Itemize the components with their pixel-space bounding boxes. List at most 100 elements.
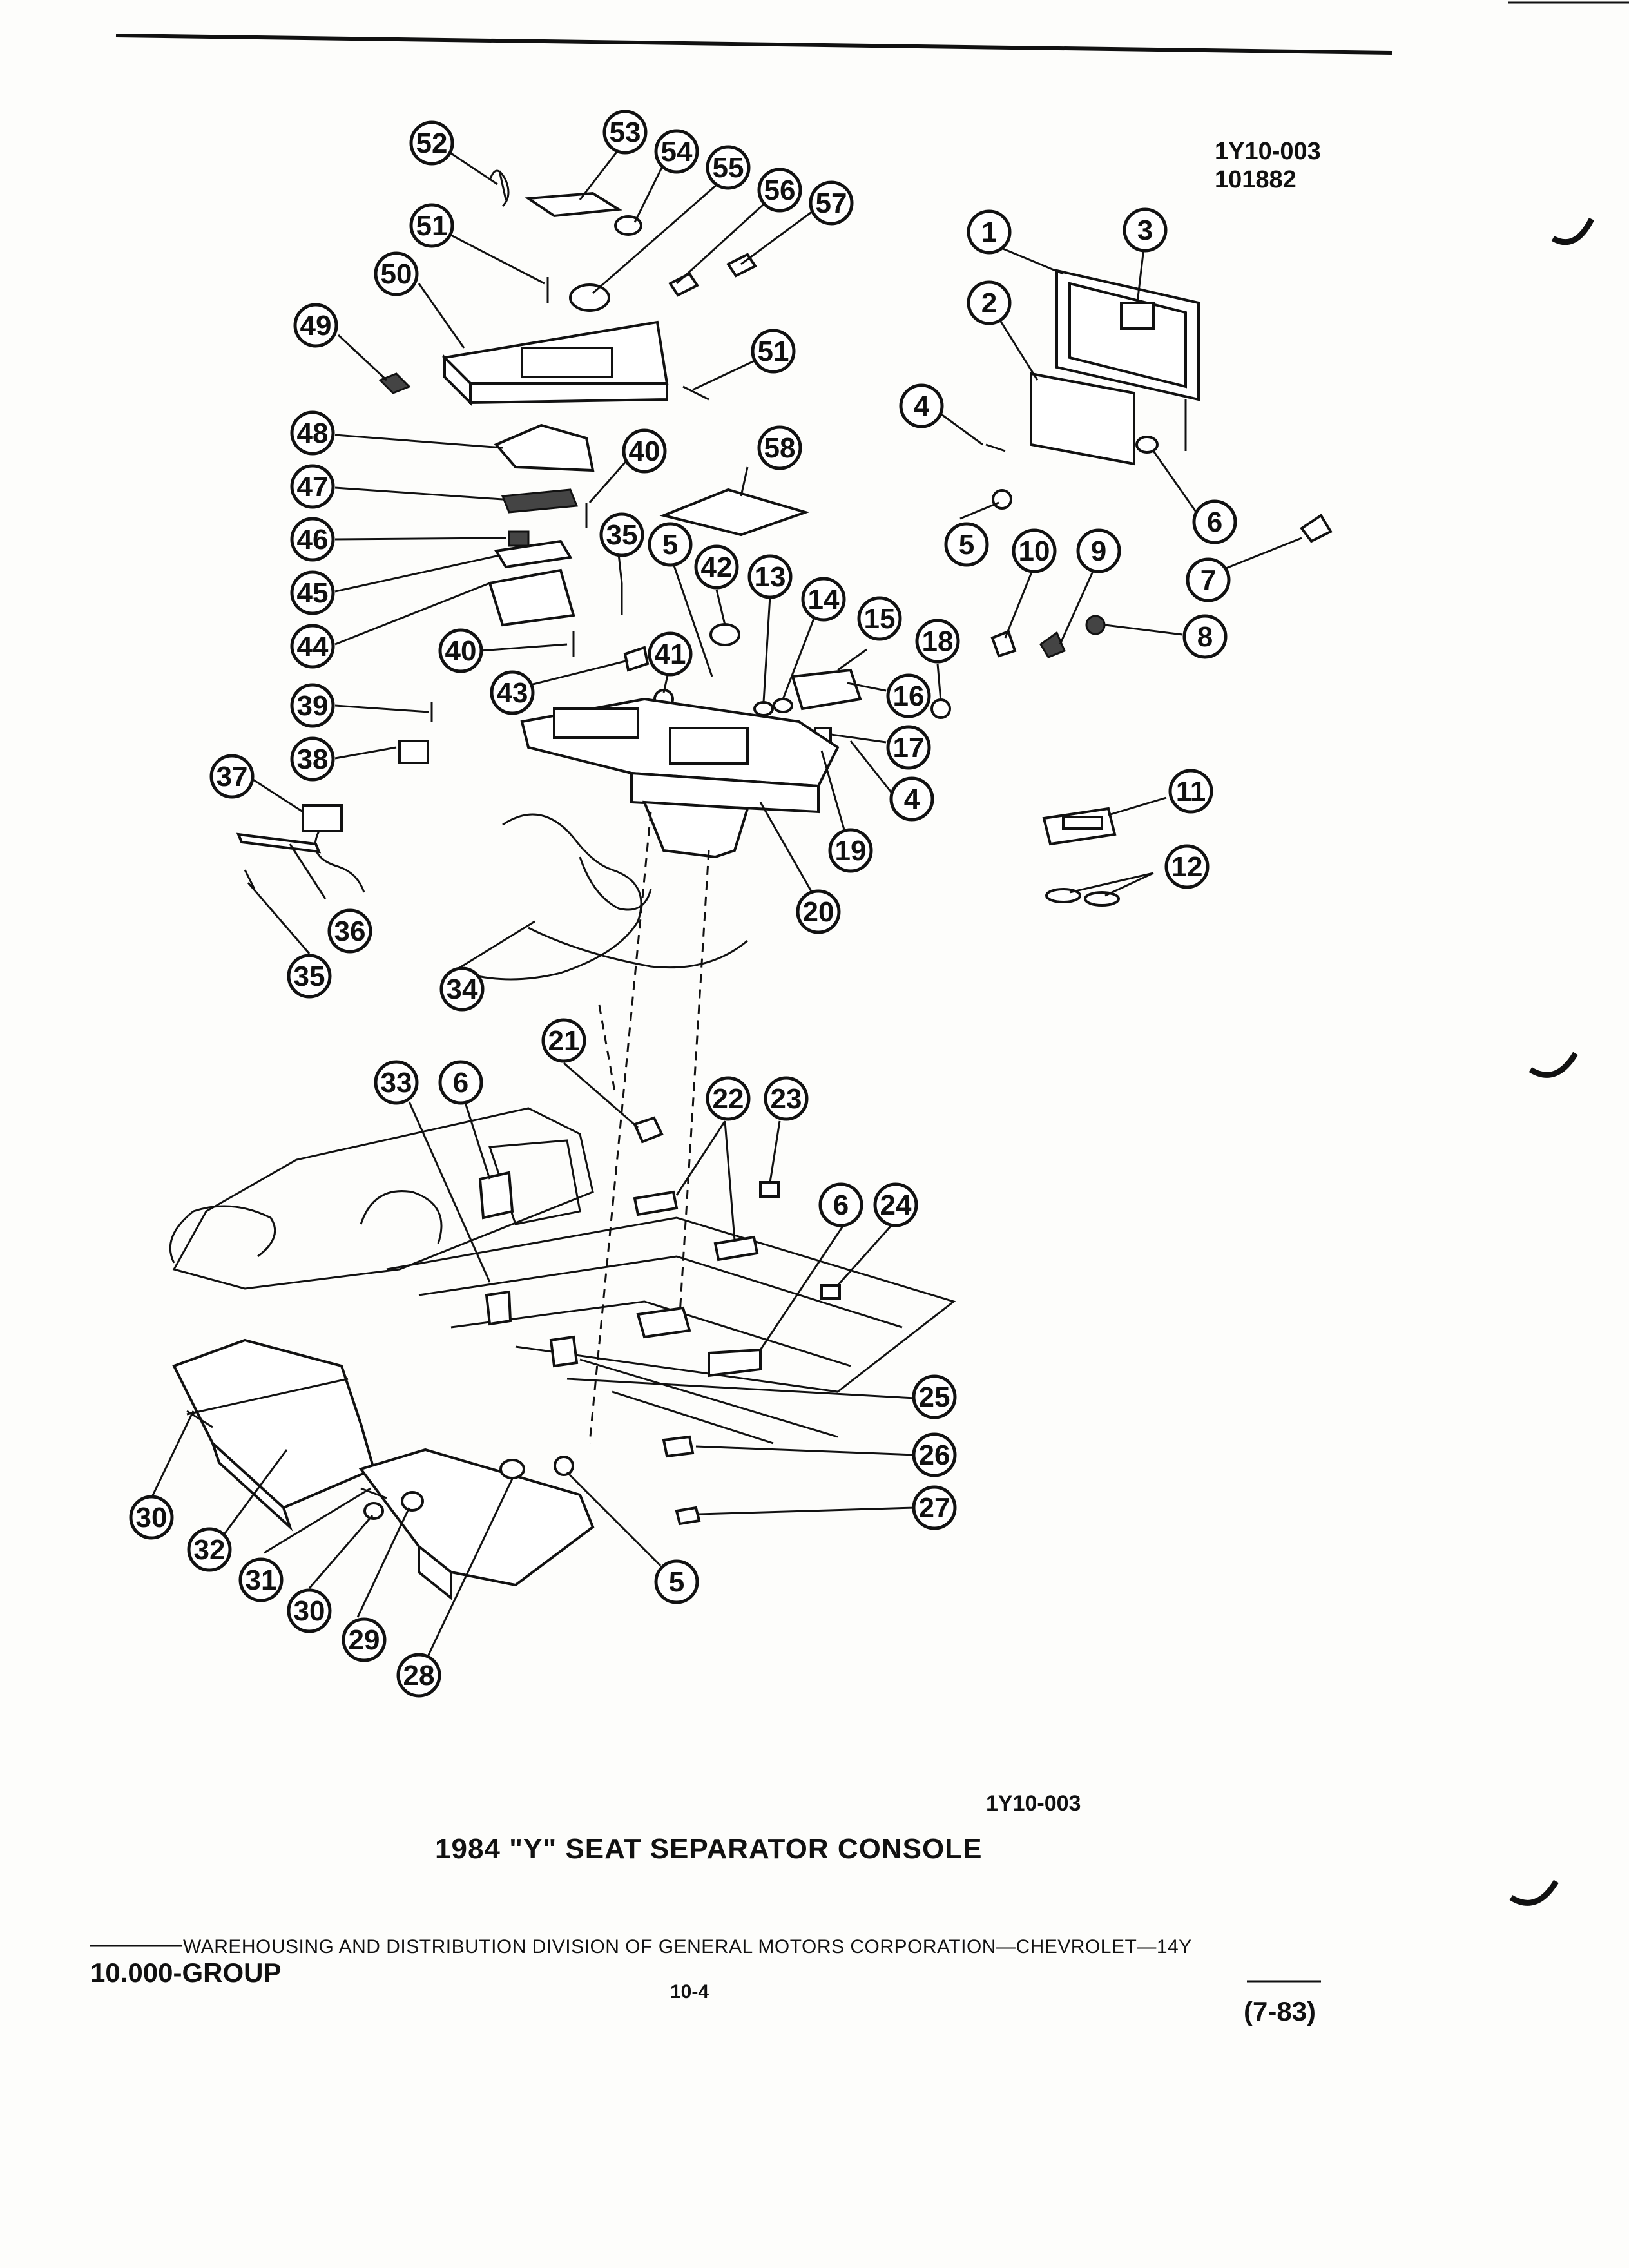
callout-49: 49	[293, 303, 338, 348]
svg-text:58: 58	[764, 432, 796, 464]
callout-47: 47	[290, 464, 335, 509]
callout-8: 8	[1182, 614, 1228, 659]
svg-text:28: 28	[403, 1660, 435, 1691]
callout-44: 44	[290, 624, 335, 669]
svg-text:38: 38	[297, 744, 329, 775]
svg-text:5: 5	[959, 529, 974, 561]
svg-text:3: 3	[1137, 215, 1153, 246]
callout-4-mid: 4	[889, 776, 934, 822]
drawing-code: 1Y10-003	[1215, 138, 1321, 165]
svg-text:21: 21	[548, 1025, 580, 1057]
callout-12: 12	[1164, 844, 1210, 889]
binder-mark-3	[1509, 1879, 1559, 1906]
publisher-line: WAREHOUSING AND DISTRIBUTION DIVISION OF…	[183, 1936, 1192, 1957]
svg-text:54: 54	[661, 136, 693, 168]
callout-33: 33	[374, 1060, 419, 1105]
svg-text:25: 25	[919, 1381, 950, 1413]
svg-text:4: 4	[904, 783, 920, 815]
svg-text:33: 33	[381, 1067, 412, 1099]
callout-20: 20	[796, 889, 841, 934]
callout-5-top: 5	[648, 522, 693, 567]
callout-40-mid: 40	[438, 628, 483, 673]
svg-text:53: 53	[610, 117, 641, 148]
svg-text:12: 12	[1171, 851, 1203, 883]
callout-27: 27	[912, 1485, 957, 1530]
callout-51-right: 51	[751, 329, 796, 374]
svg-text:2: 2	[981, 287, 997, 319]
callout-57: 57	[809, 180, 854, 226]
binder-mark-2	[1528, 1052, 1578, 1078]
svg-text:17: 17	[893, 732, 925, 764]
svg-text:15: 15	[864, 603, 896, 635]
svg-text:4: 4	[914, 390, 930, 422]
callout-18: 18	[915, 619, 960, 664]
svg-text:6: 6	[1207, 506, 1222, 538]
svg-text:57: 57	[816, 187, 847, 219]
svg-text:24: 24	[880, 1189, 912, 1221]
callout-24: 24	[873, 1182, 918, 1227]
callout-7: 7	[1186, 557, 1231, 602]
callout-31: 31	[238, 1557, 284, 1602]
svg-text:29: 29	[349, 1624, 380, 1656]
svg-text:35: 35	[606, 519, 638, 551]
callout-50: 50	[374, 251, 419, 296]
callout-16: 16	[886, 673, 931, 718]
svg-text:40: 40	[445, 635, 477, 667]
svg-text:26: 26	[919, 1439, 950, 1471]
callout-36: 36	[327, 908, 372, 954]
callout-54: 54	[654, 129, 699, 174]
svg-text:36: 36	[334, 916, 366, 947]
callout-51-top: 51	[409, 203, 454, 248]
svg-text:9: 9	[1091, 535, 1106, 567]
svg-text:46: 46	[297, 524, 329, 555]
callout-6-right: 6	[1192, 499, 1237, 544]
svg-text:19: 19	[835, 835, 867, 867]
revision-date: (7-83)	[1244, 1996, 1316, 2026]
callout-48: 48	[290, 410, 335, 456]
svg-text:32: 32	[194, 1534, 226, 1566]
svg-text:6: 6	[453, 1067, 468, 1099]
callout-4-right: 4	[899, 383, 944, 428]
svg-text:30: 30	[294, 1595, 325, 1627]
svg-text:5: 5	[669, 1566, 684, 1598]
callout-28: 28	[396, 1653, 441, 1698]
callout-34: 34	[439, 966, 485, 1012]
callout-38: 38	[290, 736, 335, 782]
callout-46: 46	[290, 517, 335, 562]
svg-text:18: 18	[922, 626, 954, 657]
callout-17: 17	[886, 725, 931, 770]
svg-text:56: 56	[764, 175, 796, 206]
svg-text:31: 31	[246, 1564, 277, 1596]
svg-text:6: 6	[833, 1189, 849, 1221]
callout-19: 19	[828, 828, 873, 873]
svg-text:7: 7	[1200, 564, 1216, 596]
callout-42: 42	[694, 544, 739, 590]
group-label: 10.000-GROUP	[90, 1957, 282, 1988]
svg-text:44: 44	[297, 631, 329, 662]
svg-text:35: 35	[294, 961, 325, 992]
callout-9: 9	[1076, 528, 1121, 573]
callout-15: 15	[857, 596, 902, 641]
callout-56: 56	[757, 168, 802, 213]
callout-43: 43	[490, 670, 535, 715]
svg-text:47: 47	[297, 471, 329, 503]
callout-22: 22	[706, 1076, 751, 1121]
callout-41: 41	[648, 631, 693, 677]
callout-45: 45	[290, 570, 335, 615]
svg-text:51: 51	[758, 336, 789, 367]
part-drawings	[169, 169, 1333, 1601]
callout-14: 14	[801, 577, 846, 622]
figure-caption: 1984 "Y" SEAT SEPARATOR CONSOLE	[435, 1833, 983, 1865]
svg-text:27: 27	[919, 1492, 950, 1524]
callout-5-low: 5	[654, 1559, 699, 1604]
callout-13: 13	[747, 554, 793, 599]
callout-37: 37	[209, 754, 255, 799]
svg-text:50: 50	[381, 258, 412, 290]
svg-text:23: 23	[771, 1083, 802, 1115]
binder-mark-1	[1551, 217, 1595, 245]
callout-58: 58	[757, 425, 802, 470]
svg-text:48: 48	[297, 418, 329, 449]
svg-text:42: 42	[701, 552, 733, 583]
callout-40-top: 40	[622, 428, 667, 474]
